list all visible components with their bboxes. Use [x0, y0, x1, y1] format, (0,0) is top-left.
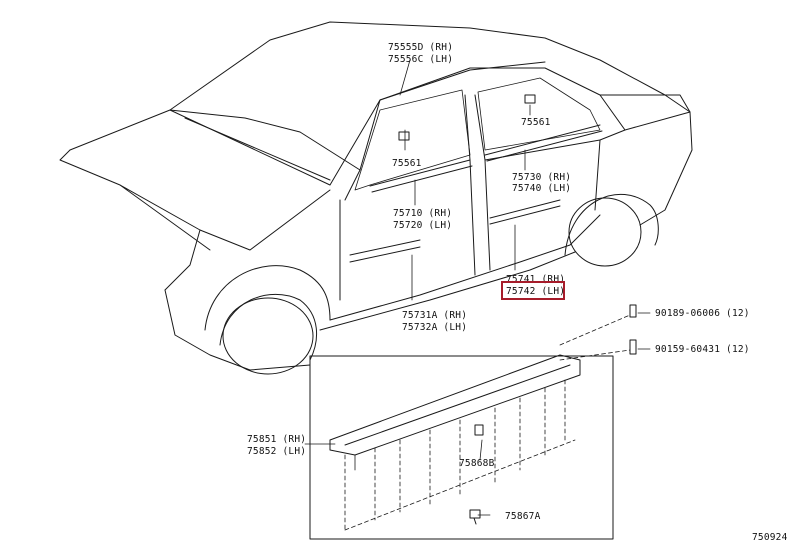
label-75851-lh: 75852 (LH) — [247, 446, 306, 457]
label-75555-lh: 75556C (LH) — [388, 54, 453, 65]
label-75741-rh: 75741 (RH) — [506, 274, 565, 285]
leader-lines — [304, 59, 651, 516]
label-75730-rh: 75730 (RH) — [512, 172, 571, 183]
label-75561-rear: 75561 — [521, 117, 551, 128]
label-75730-lh: 75740 (LH) — [512, 183, 571, 194]
label-90159: 90159-60431 (12) — [655, 344, 750, 355]
label-75851-rh: 75851 (RH) — [247, 434, 306, 445]
highlight-box — [501, 281, 565, 300]
label-75868: 75868B — [459, 458, 495, 469]
label-75710-lh: 75720 (LH) — [393, 220, 452, 231]
clip-icons — [398, 94, 637, 355]
label-75555-rh: 75555D (RH) — [388, 42, 453, 53]
inset-panel — [309, 354, 614, 540]
figure-id: 750924 — [752, 532, 788, 543]
label-75742-lh: 75742 (LH) — [506, 286, 565, 297]
label-75710-rh: 75710 (RH) — [393, 208, 452, 219]
label-75731-lh: 75732A (LH) — [402, 322, 467, 333]
label-75561-front: 75561 — [392, 158, 422, 169]
labels: 75555D (RH) 75556C (LH) 75561 75561 7573… — [247, 42, 788, 543]
label-75867: 75867A — [505, 511, 541, 522]
car-outline — [59, 21, 693, 375]
label-90189: 90189-06006 (12) — [655, 308, 750, 319]
label-75731-rh: 75731A (RH) — [402, 310, 467, 321]
